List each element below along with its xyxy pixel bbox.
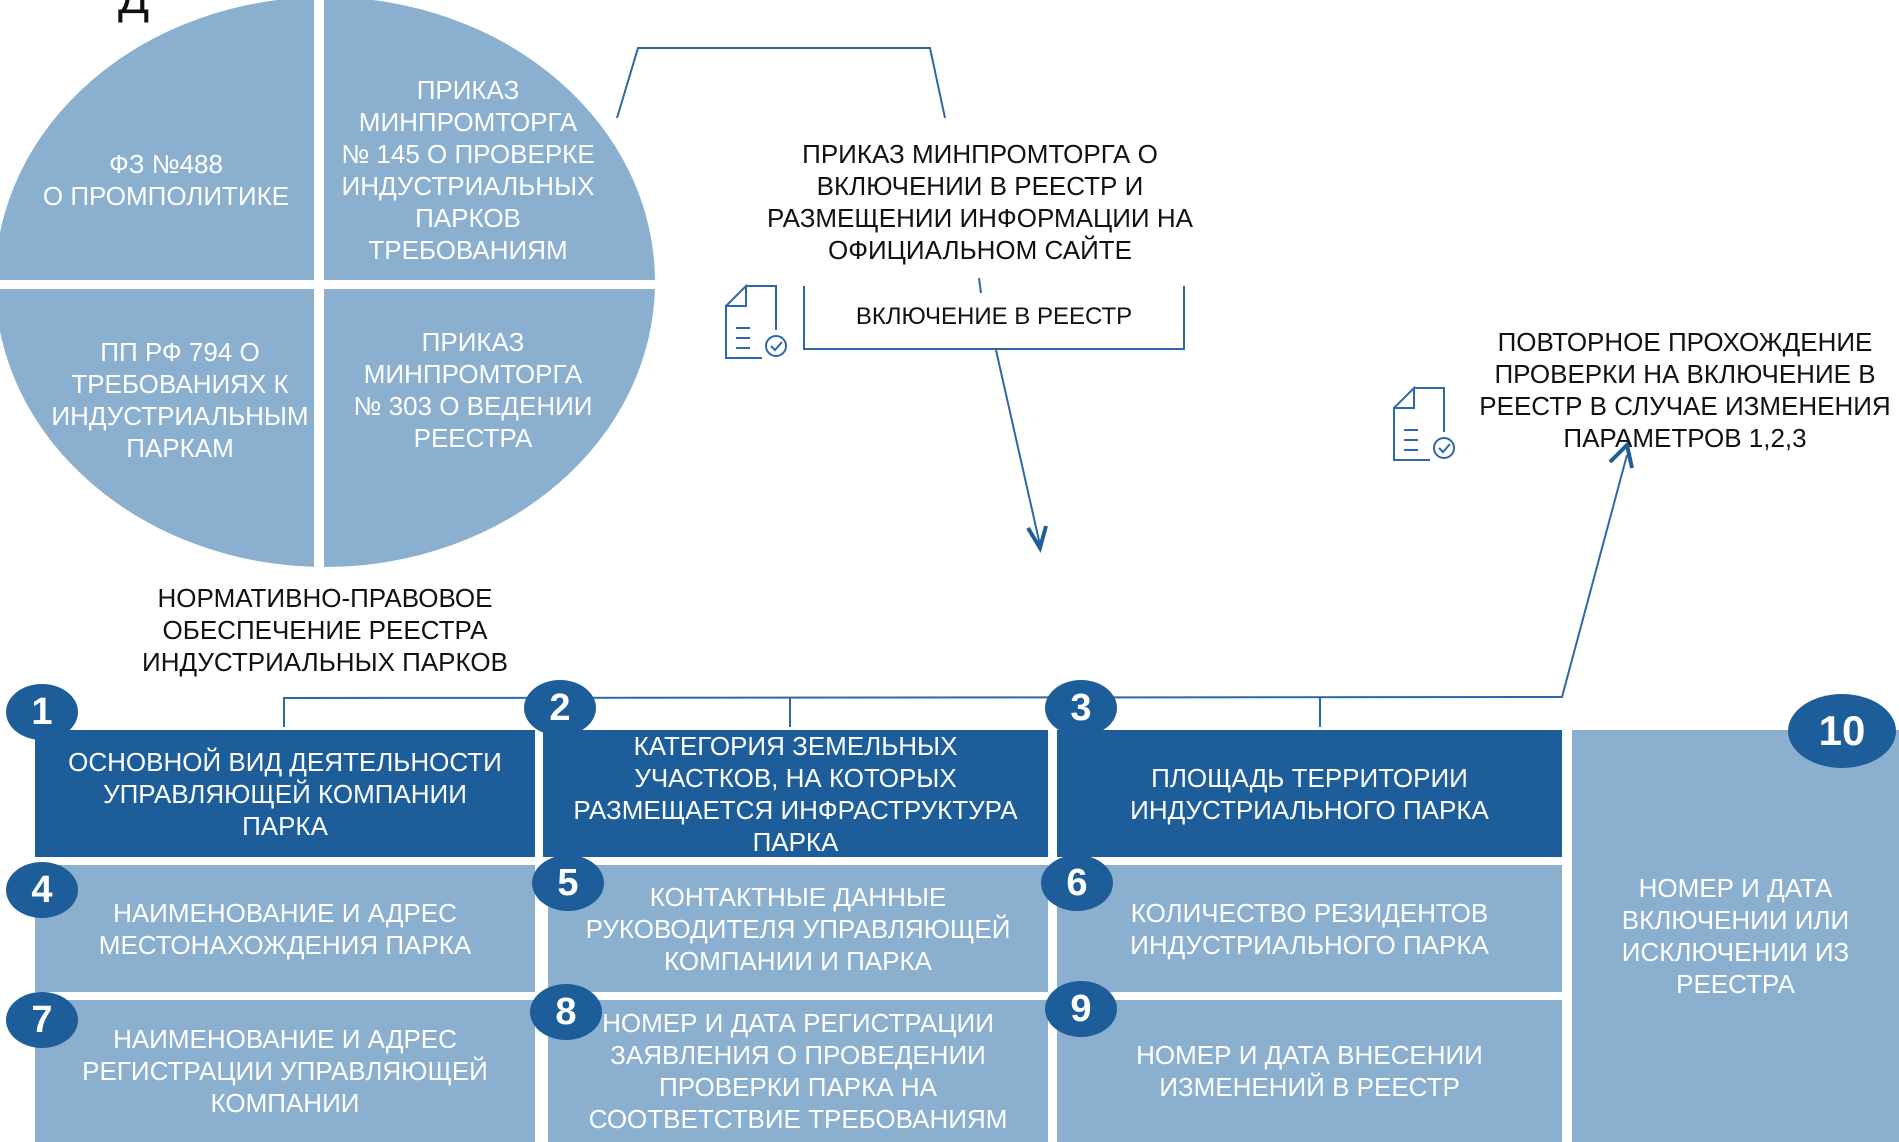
badge-9: 9 [1045,981,1117,1037]
badge-10: 10 [1788,694,1896,768]
item-4-cell: НАИМЕНОВАНИЕ И АДРЕС МЕСТОНАХОЖДЕНИЯ ПАР… [35,865,535,992]
badge-6: 6 [1041,855,1113,911]
document-check-icon [1393,386,1455,461]
badge-2: 2 [524,680,596,736]
item-3-cell: ПЛОЩАДЬ ТЕРРИТОРИИ ИНДУСТРИАЛЬНОГО ПАРКА [1057,730,1562,857]
badge-7: 7 [6,992,78,1048]
item-8-cell: НОМЕР И ДАТА РЕГИСТРАЦИИ ЗАЯВЛЕНИЯ О ПРО… [548,1000,1048,1142]
badge-8: 8 [530,984,602,1040]
badge-5: 5 [532,855,604,911]
item-5-cell: КОНТАКТНЫЕ ДАННЫЕ РУКОВОДИТЕЛЯ УПРАВЛЯЮЩ… [548,865,1048,992]
ellipse-q2-text: ПРИКАЗ МИНПРОМТОРГА № 145 О ПРОВЕРКЕ ИНД… [341,75,595,265]
badge-1: 1 [6,684,78,740]
legal-ellipse [0,0,655,567]
legal-caption: НОРМАТИВНО-ПРАВОВОЕ ОБЕСПЕЧЕНИЕ РЕЕСТРА … [142,583,508,677]
badge-4: 4 [6,862,78,918]
ellipse-q3-text: ПП РФ 794 О ТРЕБОВАНИЯХ К ИНДУСТРИАЛЬНЫМ… [51,337,309,463]
item-6-cell: КОЛИЧЕСТВО РЕЗИДЕНТОВ ИНДУСТРИАЛЬНОГО ПА… [1057,865,1562,992]
item-7-cell: НАИМЕНОВАНИЕ И АДРЕС РЕГИСТРАЦИИ УПРАВЛЯ… [35,1000,535,1142]
title-fragment: Д [118,0,149,24]
ellipse-q4-text: ПРИКАЗ МИНПРОМТОРГА № 303 О ВЕДЕНИИ РЕЕС… [353,327,593,453]
inclusion-box: ВКЛЮЧЕНИЕ В РЕЕСТР [803,286,1185,350]
order-text: ПРИКАЗ МИНПРОМТОРГА О ВКЛЮЧЕНИИ В РЕЕСТР… [767,139,1193,265]
item-9-cell: НОМЕР И ДАТА ВНЕСЕНИИ ИЗМЕНЕНИЙ В РЕЕСТР [1057,1000,1562,1142]
document-check-icon [725,284,787,359]
ellipse-q1-text: ФЗ №488 О ПРОМПОЛИТИКЕ [42,149,290,211]
item-2-cell: КАТЕГОРИЯ ЗЕМЕЛЬНЫХ УЧАСТКОВ, НА КОТОРЫХ… [543,730,1048,857]
item-1-cell: ОСНОВНОЙ ВИД ДЕЯТЕЛЬНОСТИ УПРАВЛЯЮЩЕЙ КО… [35,730,535,857]
badge-3: 3 [1045,680,1117,736]
item-10-cell: НОМЕР И ДАТА ВКЛЮЧЕНИИ ИЛИ ИСКЛЮЧЕНИИ ИЗ… [1572,730,1899,1142]
repeat-check-text: ПОВТОРНОЕ ПРОХОЖДЕНИЕ ПРОВЕРКИ НА ВКЛЮЧЕ… [1479,327,1891,453]
